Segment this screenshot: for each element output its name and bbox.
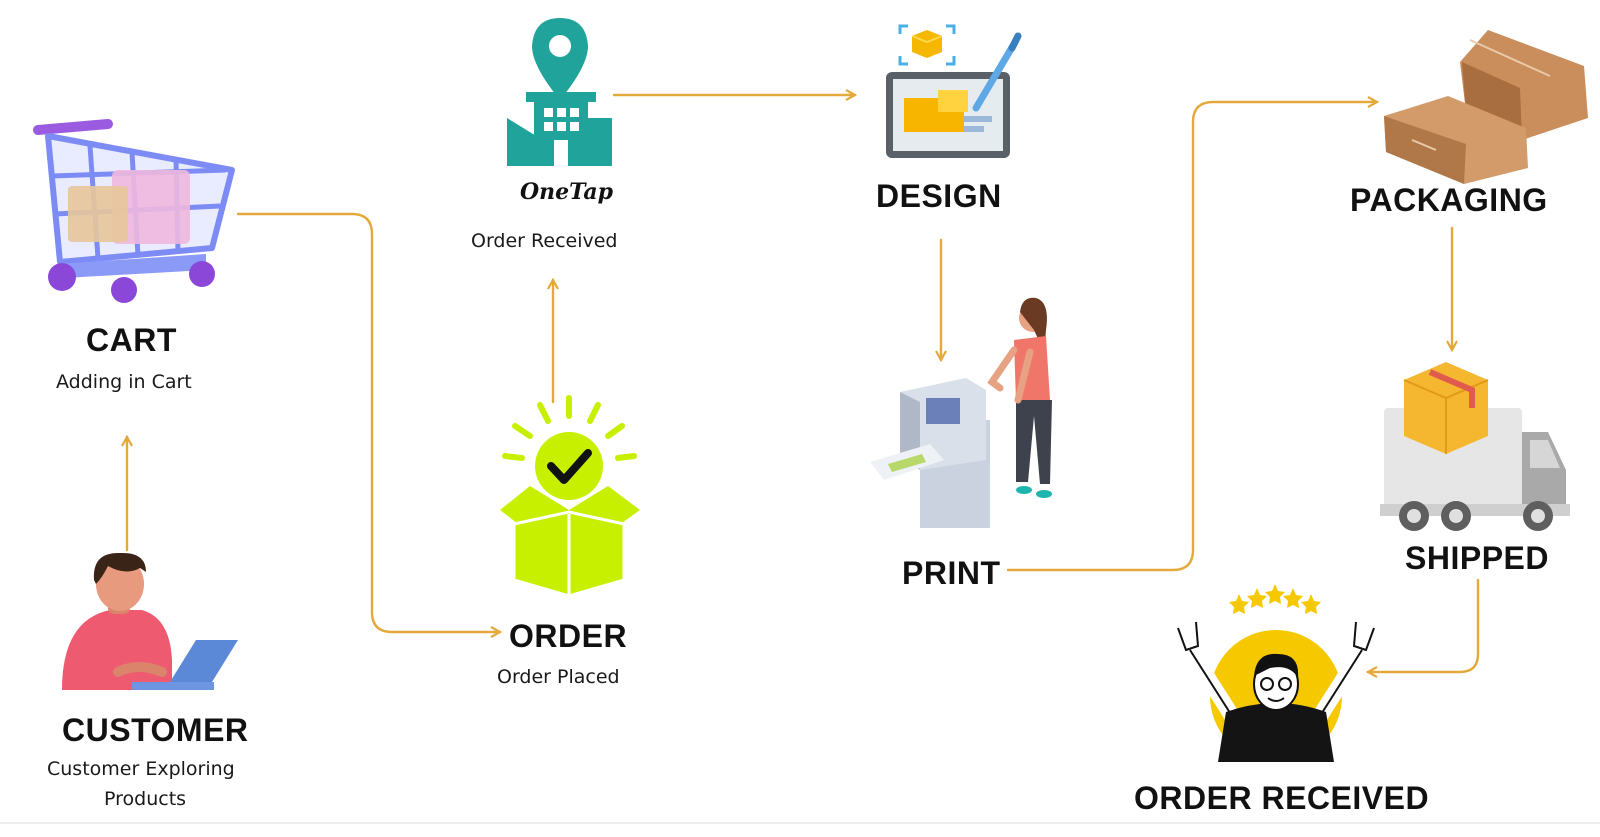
onetap-logo: OneTap xyxy=(520,172,613,207)
printer-operator-icon xyxy=(870,297,1052,528)
laptop-user-icon xyxy=(62,552,238,690)
parcels-icon xyxy=(1384,30,1588,184)
design-tablet-icon xyxy=(886,24,1022,158)
shipped-title: SHIPPED xyxy=(1405,540,1549,576)
final-order-received-title: ORDER RECEIVED xyxy=(1134,780,1430,816)
location-building-icon xyxy=(507,18,612,166)
arrow-cart-to-order xyxy=(236,212,500,632)
design-title: DESIGN xyxy=(876,178,1002,214)
customer-title: CUSTOMER xyxy=(62,712,249,748)
shopping-cart-icon xyxy=(33,119,235,303)
order-subtitle: Order Placed xyxy=(497,666,620,688)
customer-subtitle-line1: Customer Exploring xyxy=(47,758,235,780)
customer-subtitle-line2: Products xyxy=(104,788,187,810)
print-title: PRINT xyxy=(902,555,1001,591)
order-received-subtitle: Order Received xyxy=(471,230,618,252)
onetap-logo-text: OneTap xyxy=(520,179,614,205)
bottom-divider xyxy=(0,822,1600,824)
arrow-print-to-packaging xyxy=(1006,102,1377,572)
delivery-truck-icon xyxy=(1380,362,1570,531)
packaging-title: PACKAGING xyxy=(1350,182,1548,218)
order-title: ORDER xyxy=(509,618,628,654)
arrow-shipped-to-final xyxy=(1368,578,1480,672)
cart-title: CART xyxy=(86,322,177,358)
cart-subtitle: Adding in Cart xyxy=(56,371,192,393)
open-box-check-icon xyxy=(500,395,640,598)
happy-customer-icon xyxy=(1177,584,1375,762)
